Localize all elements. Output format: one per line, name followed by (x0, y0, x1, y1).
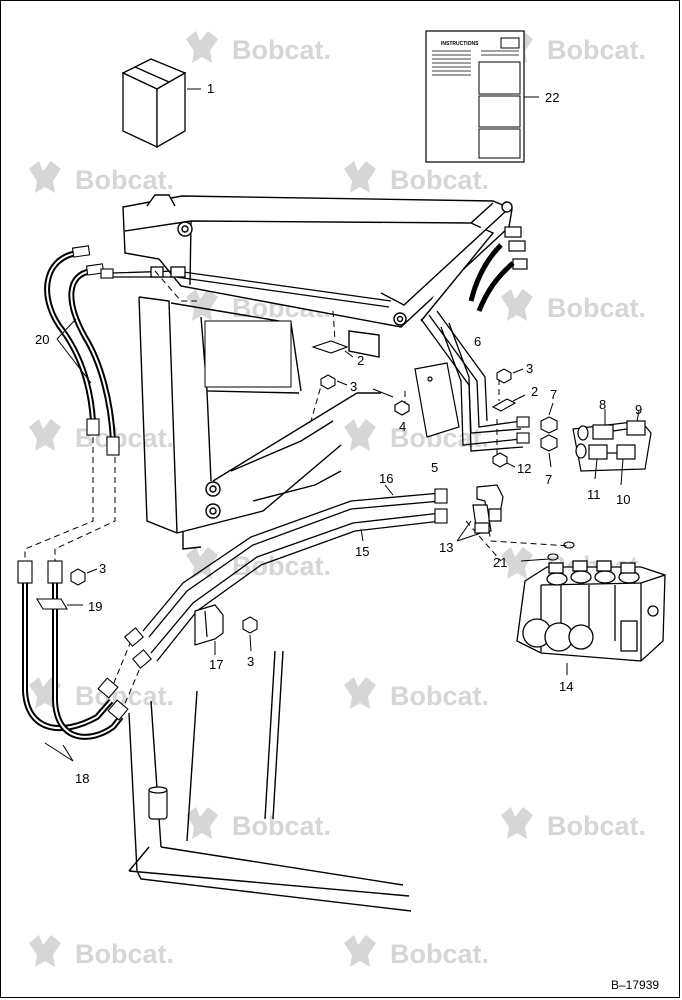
svg-text:Bobcat.: Bobcat. (547, 811, 646, 841)
callout-3: 3 (350, 379, 357, 394)
clamp-19 (36, 598, 68, 610)
hose-lower-fittings (17, 560, 129, 721)
watermark: Bobcat. (29, 935, 174, 969)
watermark: Bobcat. (29, 161, 174, 195)
callout-1: 1 (207, 81, 214, 96)
svg-text:Bobcat.: Bobcat. (232, 811, 331, 841)
leader-20 (56, 318, 92, 384)
bracket-plate (394, 362, 460, 438)
callout-22: 22 (545, 90, 559, 105)
svg-text:Bobcat.: Bobcat. (547, 35, 646, 65)
watermark: Bobcat. (186, 31, 331, 65)
callout-7: 7 (550, 387, 557, 402)
callout-labels: 1 22 20 2 3 6 3 2 7 8 9 4 5 12 7 11 10 1… (35, 81, 642, 786)
tube-nuts (124, 488, 448, 669)
watermark: Bobcat. (29, 677, 174, 711)
watermark: Bobcat. (501, 289, 646, 323)
instructions-document: INSTRUCTIONS (425, 30, 525, 163)
hose-fittings (71, 245, 120, 456)
callout-21: 21 (493, 555, 507, 570)
callout-17: 17 (209, 657, 223, 672)
callout-5: 5 (431, 460, 438, 475)
hose-pair-lower (22, 581, 124, 740)
watermark: Bobcat. (344, 677, 489, 711)
tubes-5-6 (420, 310, 524, 452)
callout-3: 3 (526, 361, 533, 376)
bolt-12 (492, 452, 508, 468)
o-ring (547, 541, 575, 561)
watermarks: Bobcat. Bobcat. Bobcat. Bobcat. Bobcat. … (29, 31, 646, 969)
watermark: Bobcat. (186, 547, 331, 581)
svg-text:Bobcat.: Bobcat. (232, 35, 331, 65)
callout-8: 8 (599, 397, 606, 412)
watermark: Bobcat. (501, 807, 646, 841)
callout-18: 18 (75, 771, 89, 786)
callout-7: 7 (545, 472, 552, 487)
callout-16: 16 (379, 471, 393, 486)
svg-text:Bobcat.: Bobcat. (232, 551, 331, 581)
bracket-17 (194, 604, 224, 646)
boom-arm (122, 194, 513, 328)
tube-top (112, 266, 392, 308)
callout-6: 6 (474, 334, 481, 349)
leader-18 (44, 742, 74, 762)
watermark: Bobcat. (344, 161, 489, 195)
callout-3: 3 (247, 654, 254, 669)
callout-2: 2 (357, 353, 364, 368)
callout-4: 4 (399, 419, 406, 434)
svg-text:Bobcat.: Bobcat. (75, 939, 174, 969)
callout-19: 19 (88, 599, 102, 614)
clip-right (491, 398, 517, 412)
callout-13: 13 (439, 540, 453, 555)
callout-2: 2 (531, 384, 538, 399)
callout-14: 14 (559, 679, 573, 694)
boom-couplers (504, 226, 528, 270)
callout-9: 9 (635, 402, 642, 417)
callout-10: 10 (616, 492, 630, 507)
leader-13 (456, 520, 482, 542)
callout-3: 3 (99, 561, 106, 576)
watermark: Bobcat. (29, 419, 174, 453)
callout-15: 15 (355, 544, 369, 559)
nut-upper (320, 374, 336, 390)
figure-reference: B–17939 (611, 978, 659, 992)
svg-text:Bobcat.: Bobcat. (390, 681, 489, 711)
nut-right (496, 368, 512, 384)
coupler-leaders (594, 409, 640, 486)
svg-text:Bobcat.: Bobcat. (390, 165, 489, 195)
cab-frame (128, 650, 412, 912)
tube-fittings (516, 416, 530, 444)
tubes-15-16 (142, 492, 442, 662)
callout-11: 11 (587, 487, 601, 502)
frame-window (204, 320, 292, 388)
callout-12: 12 (517, 461, 531, 476)
clip-upper (311, 340, 349, 354)
part-box (121, 58, 187, 149)
svg-text:Bobcat.: Bobcat. (75, 165, 174, 195)
nut-lower (242, 616, 258, 634)
elbow-fittings (472, 484, 504, 534)
watermark: Bobcat. (186, 807, 331, 841)
svg-text:Bobcat.: Bobcat. (390, 939, 489, 969)
loader-frame (138, 296, 381, 550)
nut-left (70, 568, 86, 586)
quick-couplers (572, 420, 652, 472)
svg-text:INSTRUCTIONS: INSTRUCTIONS (441, 41, 479, 47)
adapter-7 (540, 416, 558, 452)
svg-text:Bobcat.: Bobcat. (547, 293, 646, 323)
cab-handle (148, 786, 168, 820)
control-valve (516, 560, 666, 662)
hose-pair-upper (44, 250, 116, 442)
boom-hoses (468, 243, 515, 312)
watermark: Bobcat. (344, 419, 489, 453)
callout-20: 20 (35, 332, 49, 347)
watermark: Bobcat. (344, 935, 489, 969)
